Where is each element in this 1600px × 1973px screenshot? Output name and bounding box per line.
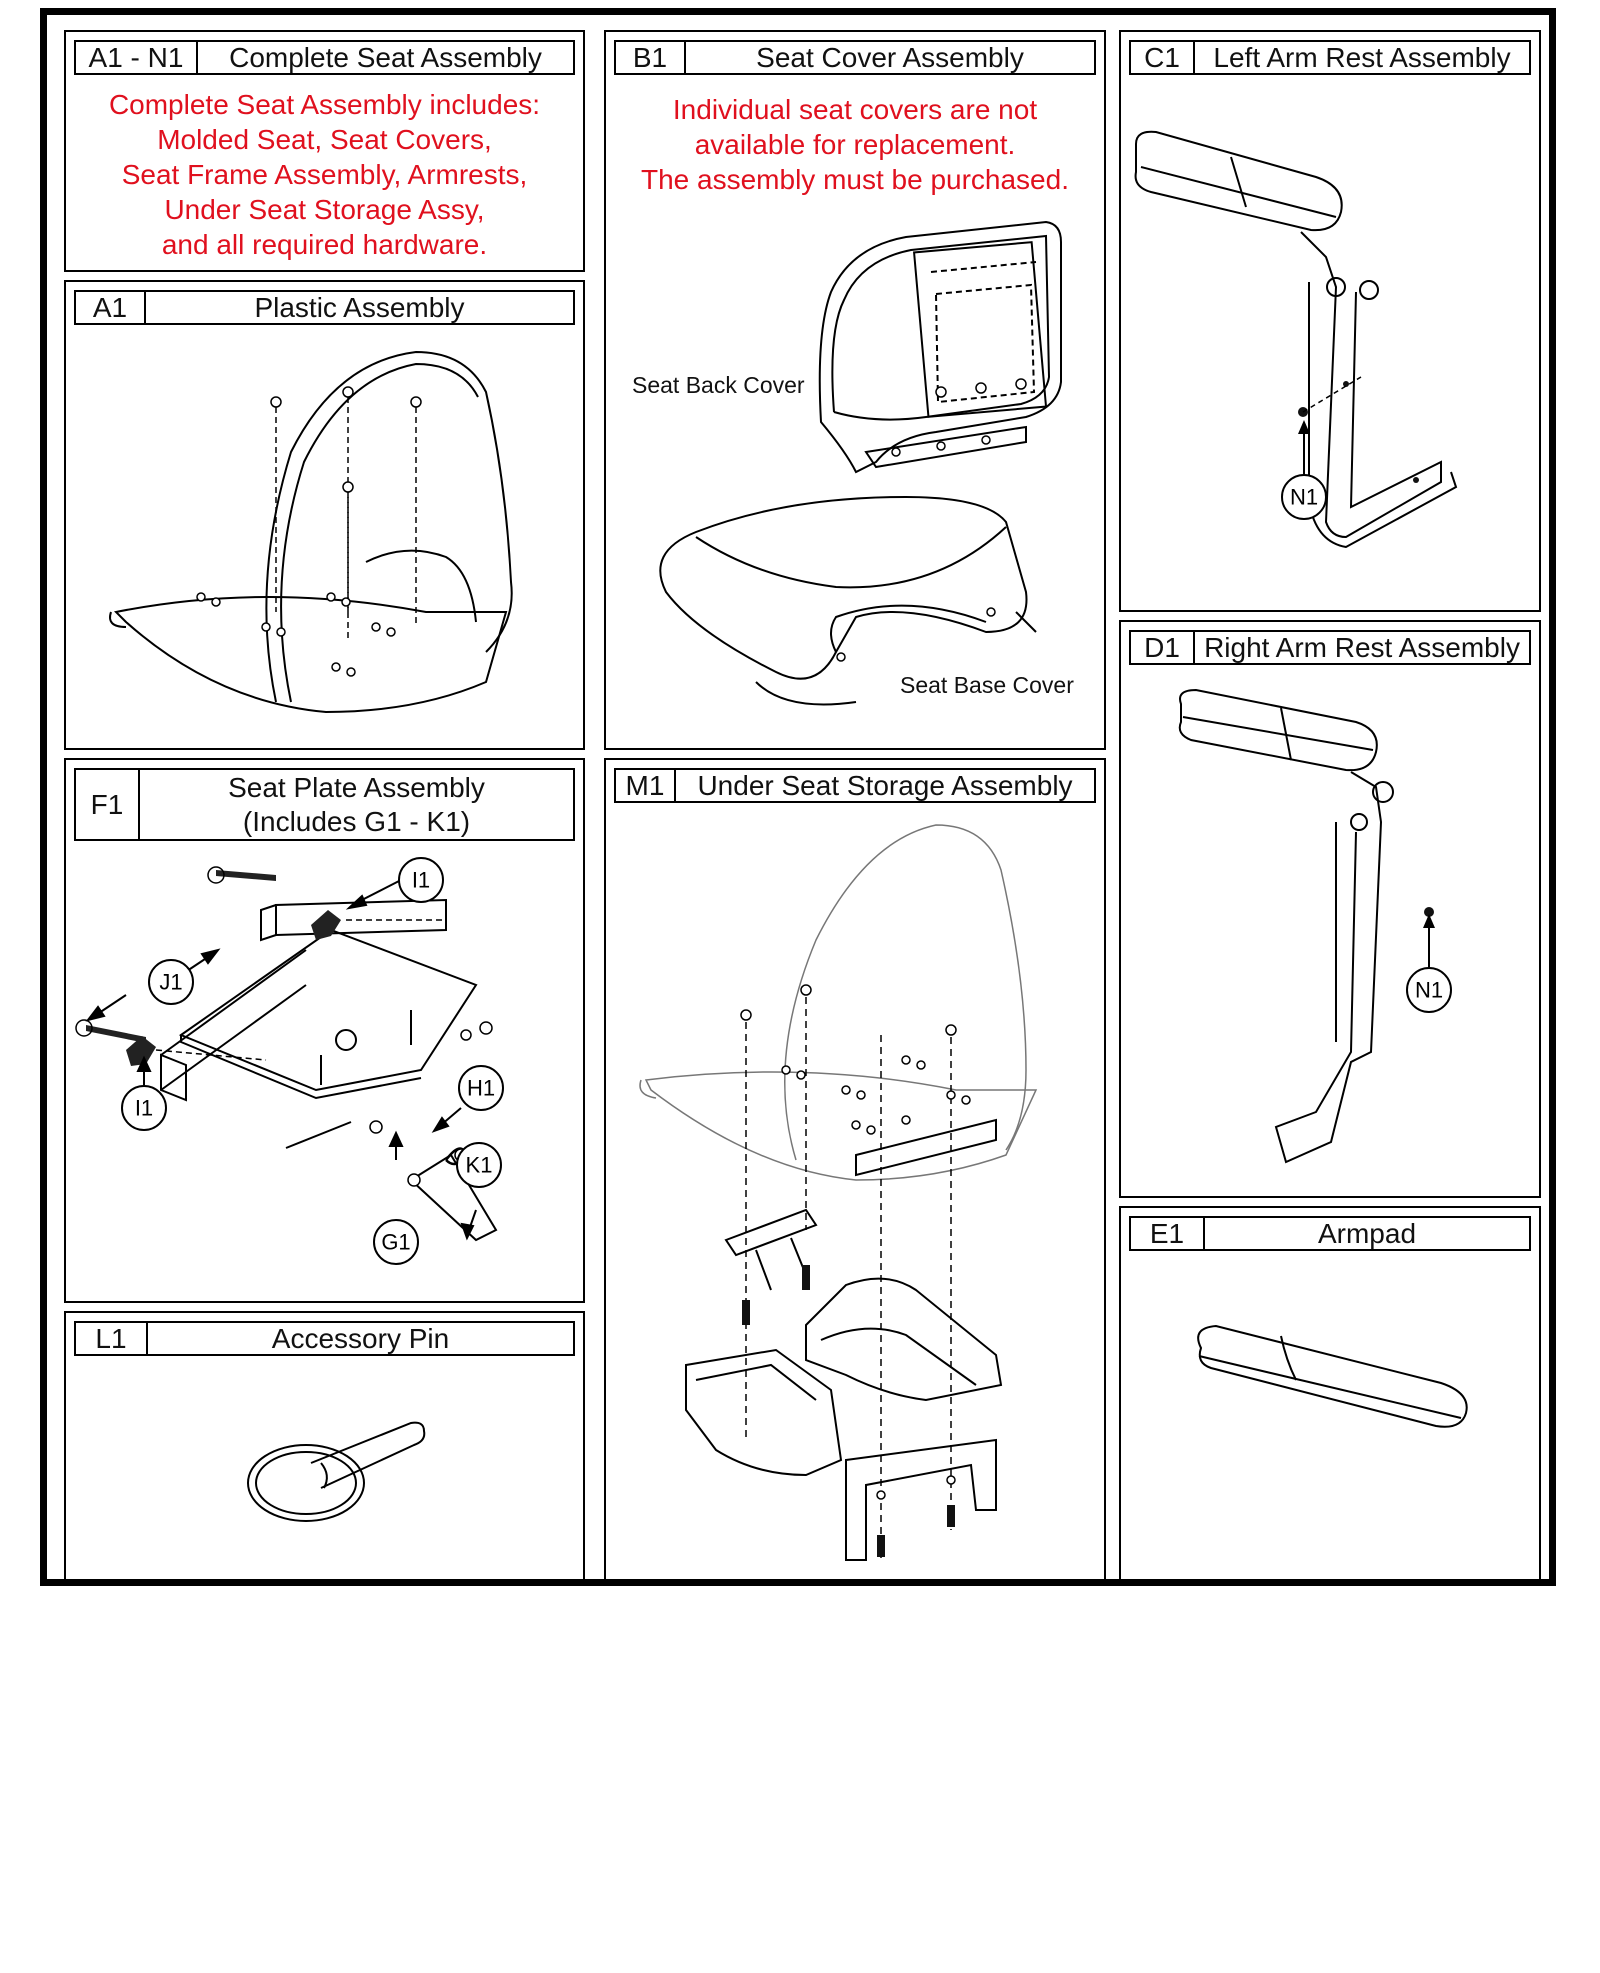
note-line: The assembly must be purchased. [641,164,1069,195]
armpad-drawing [1197,1324,1468,1428]
callout-n1: N1 [1406,967,1452,1013]
panel-title: Armpad [1317,1217,1417,1249]
panel-title: Left Arm Rest Assembly [1213,41,1511,73]
panel-header: A1 - N1 Complete Seat Assembly [74,40,575,75]
panel-header: M1 Under Seat Storage Assembly [614,768,1096,803]
panel-title: Right Arm Rest Assembly [1204,631,1520,663]
plastic-seat-drawing [109,350,513,714]
right-arm-rest-drawing: N1 [1178,688,1452,1164]
callout-label: I1 [135,1096,153,1121]
panel-title: Under Seat Storage Assembly [697,769,1073,801]
callout-label: H1 [467,1076,495,1101]
part-code: E1 [1131,1218,1205,1249]
assembly-note: Complete Seat Assembly includes: Molded … [66,87,583,262]
note-line: available for replacement. [694,129,1016,160]
panel-header: E1 Armpad [1129,1216,1531,1251]
note-line: Complete Seat Assembly includes: [108,89,541,120]
seat-plate-drawing: I1 J1 I1 H1 K1 G1 [75,857,504,1265]
panel-accessory-pin: L1 Accessory Pin [64,1311,585,1581]
panel-header: A1 Plastic Assembly [74,290,575,325]
callout-label: K1 [466,1153,493,1178]
note-line: Molded Seat, Seat Covers, [157,124,492,155]
seat-cover-drawing [659,220,1062,706]
panel-title: Plastic Assembly [254,291,465,323]
panel-seat-plate-assembly: F1 Seat Plate Assembly (Includes G1 - K1… [64,758,585,1303]
panel-under-seat-storage-assembly: M1 Under Seat Storage Assembly [604,758,1106,1581]
under-seat-storage-drawing [639,824,1038,1561]
cover-note: Individual seat covers are not available… [606,92,1104,197]
callout-h1: H1 [458,1065,504,1111]
callout-g1: G1 [373,1219,419,1265]
note-line: Under Seat Storage Assy, [164,194,485,225]
panel-title-line: (Includes G1 - K1) [242,805,471,837]
part-code: B1 [616,42,686,73]
note-line: Seat Frame Assembly, Armrests, [121,159,528,190]
part-code: L1 [76,1323,148,1354]
part-code: C1 [1131,42,1195,73]
callout-k1: K1 [456,1142,502,1188]
part-code: A1 - N1 [76,42,198,73]
panel-title-line: Seat Plate Assembly [228,771,485,803]
panel-seat-cover-assembly: B1 Seat Cover Assembly Individual seat c… [604,30,1106,750]
callout-i1-top: I1 [398,857,444,903]
part-code: M1 [616,770,676,801]
panel-header: C1 Left Arm Rest Assembly [1129,40,1531,75]
panel-header: F1 Seat Plate Assembly (Includes G1 - K1… [74,768,575,841]
seat-back-cover-label: Seat Back Cover [632,372,805,398]
note-line: Individual seat covers are not [672,94,1038,125]
accessory-pin-drawing [247,1421,426,1522]
panel-title: Seat Cover Assembly [756,41,1024,73]
callout-n1: N1 [1281,474,1327,520]
left-arm-rest-drawing: N1 [1134,130,1458,549]
panel-complete-seat-assembly: A1 - N1 Complete Seat Assembly Complete … [64,30,585,272]
part-code: F1 [76,770,140,839]
callout-i1-bottom: I1 [121,1085,167,1131]
panel-title: Accessory Pin [271,1322,450,1354]
callout-j1: J1 [148,959,194,1005]
parts-diagram-sheet: A1 - N1 Complete Seat Assembly Complete … [40,8,1556,1586]
callout-label: G1 [381,1230,410,1255]
callout-label: N1 [1290,485,1318,510]
part-code: A1 [76,292,146,323]
panel-title: Seat Plate Assembly (Includes G1 - K1) [140,770,573,839]
callout-label: N1 [1415,978,1443,1003]
panel-title: Complete Seat Assembly [229,41,542,73]
panel-header: D1 Right Arm Rest Assembly [1129,630,1531,665]
panel-armpad: E1 Armpad [1119,1206,1541,1581]
panel-plastic-assembly: A1 Plastic Assembly [64,280,585,750]
callout-label: J1 [159,970,182,995]
seat-base-cover-label: Seat Base Cover [900,672,1074,698]
note-line: and all required hardware. [161,229,488,260]
part-code: D1 [1131,632,1195,663]
panel-left-arm-rest-assembly: C1 Left Arm Rest Assembly N1 [1119,30,1541,612]
panel-header: L1 Accessory Pin [74,1321,575,1356]
panel-right-arm-rest-assembly: D1 Right Arm Rest Assembly N1 [1119,620,1541,1198]
callout-label: I1 [412,868,430,893]
panel-header: B1 Seat Cover Assembly [614,40,1096,75]
